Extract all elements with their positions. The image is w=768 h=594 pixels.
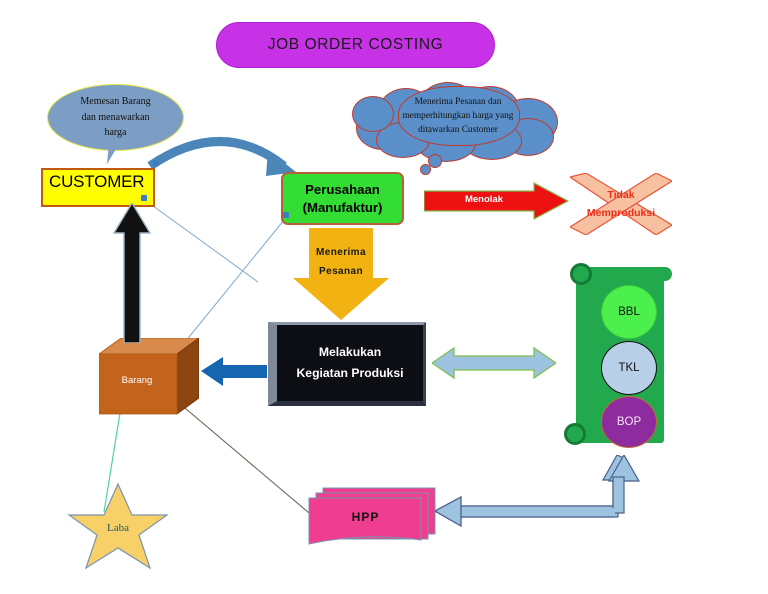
resource-node-bbl-label: BBL bbox=[618, 306, 640, 318]
company-node[interactable]: Perusahaan (Manufaktur) bbox=[281, 172, 404, 225]
resources-panel[interactable]: BBL TKL BOP bbox=[556, 263, 672, 448]
customer-speech-bubble-tail bbox=[106, 142, 120, 166]
production-to-goods-arrow bbox=[201, 355, 267, 393]
production-to-goods-arrow-shape bbox=[201, 357, 267, 386]
customer-speech-line1: Memesan Barang bbox=[80, 96, 151, 108]
customer-node[interactable]: CUSTOMER bbox=[41, 168, 155, 207]
goods-node[interactable]: Barang bbox=[97, 337, 201, 416]
company-node-line1: Perusahaan bbox=[305, 181, 380, 197]
customer-node-label: CUSTOMER bbox=[49, 172, 145, 191]
selection-handle[interactable] bbox=[153, 160, 159, 166]
customer-speech-bubble: Memesan Barang dan menawarkan harga bbox=[47, 84, 184, 151]
cloud-tail-dot bbox=[428, 154, 442, 168]
arrow-customer-to-company bbox=[147, 137, 287, 170]
selection-handle[interactable] bbox=[283, 212, 289, 218]
customer-speech-text: Memesan Barang dan menawarkan harga bbox=[72, 94, 158, 141]
hpp-node-shape bbox=[308, 487, 436, 545]
hpp-node[interactable]: HPP bbox=[303, 486, 438, 548]
company-node-label: Perusahaan (Manufaktur) bbox=[303, 181, 383, 217]
production-node[interactable]: Melakukan Kegiatan Produksi bbox=[268, 322, 426, 406]
profit-node-label: Laba bbox=[107, 522, 129, 534]
resource-node-bbl[interactable]: BBL bbox=[601, 285, 657, 339]
customer-speech-line2: dan menawarkan bbox=[81, 111, 150, 123]
goods-to-customer-arrow-shape bbox=[112, 201, 152, 344]
company-thought-cloud: Menerima Pesanan dan memperhitungkan har… bbox=[352, 82, 562, 175]
production-node-label: Melakukan Kegiatan Produksi bbox=[296, 342, 403, 385]
company-thought-line1: Menerima Pesanan dan bbox=[414, 97, 502, 107]
company-thought-line2: memperhitungkan harga yang bbox=[402, 110, 514, 121]
accept-arrow: Menerima Pesanan bbox=[293, 228, 389, 320]
production-node-line1: Melakukan bbox=[318, 344, 382, 359]
company-node-line2: (Manufaktur) bbox=[302, 199, 383, 215]
resources-to-hpp-arrow bbox=[433, 453, 645, 542]
resource-node-bop-label: BOP bbox=[616, 416, 642, 428]
production-node-line2: Kegiatan Produksi bbox=[296, 366, 404, 380]
connector-customer-to-goods-area bbox=[148, 202, 259, 283]
cloud-lobe bbox=[398, 86, 520, 146]
reject-arrow: Menolak bbox=[423, 182, 570, 220]
accept-arrow-line1: Menerima bbox=[316, 247, 366, 258]
company-thought-line3: ditawarkan Customer bbox=[418, 124, 498, 135]
diagram-title: JOB ORDER COSTING bbox=[216, 22, 495, 68]
customer-speech-line3: harga bbox=[104, 127, 127, 139]
diagram-title-label: JOB ORDER COSTING bbox=[267, 36, 444, 53]
no-production-label: Tidak Memproduksi bbox=[570, 187, 672, 223]
reject-arrow-label: Menolak bbox=[464, 194, 503, 205]
production-to-resources-arrow-shape bbox=[430, 346, 558, 380]
resources-to-hpp-arrow-shape bbox=[433, 453, 641, 528]
company-thought-text: Menerima Pesanan dan memperhitungkan har… bbox=[372, 96, 544, 138]
scroll-curl-icon bbox=[564, 423, 586, 445]
profit-node-shape bbox=[67, 482, 169, 570]
no-production-node[interactable]: Tidak Memproduksi bbox=[568, 172, 674, 236]
reject-arrow-shape bbox=[423, 182, 570, 220]
cloud-tail-dot bbox=[420, 164, 431, 175]
goods-to-customer-arrow bbox=[112, 201, 153, 348]
scroll-curl-icon bbox=[570, 263, 592, 285]
accept-arrow-label: Menerima Pesanan bbox=[293, 244, 389, 281]
resource-node-tkl-label: TKL bbox=[618, 362, 640, 374]
profit-node[interactable]: Laba bbox=[62, 482, 174, 570]
resource-node-bop[interactable]: BOP bbox=[601, 396, 657, 448]
goods-node-label: Barang bbox=[121, 375, 153, 386]
resource-node-tkl[interactable]: TKL bbox=[601, 341, 657, 395]
accept-arrow-line2: Pesanan bbox=[319, 265, 363, 277]
hpp-node-label: HPP bbox=[351, 510, 380, 524]
no-production-line1: Tidak bbox=[607, 189, 635, 201]
accept-arrow-shape bbox=[293, 228, 389, 320]
selection-handle[interactable] bbox=[141, 195, 147, 201]
no-production-line2: Memproduksi bbox=[586, 206, 656, 219]
cloud-lobe bbox=[352, 96, 394, 132]
resources-panel-top-bar bbox=[576, 267, 672, 281]
production-to-resources-arrow bbox=[430, 345, 558, 386]
